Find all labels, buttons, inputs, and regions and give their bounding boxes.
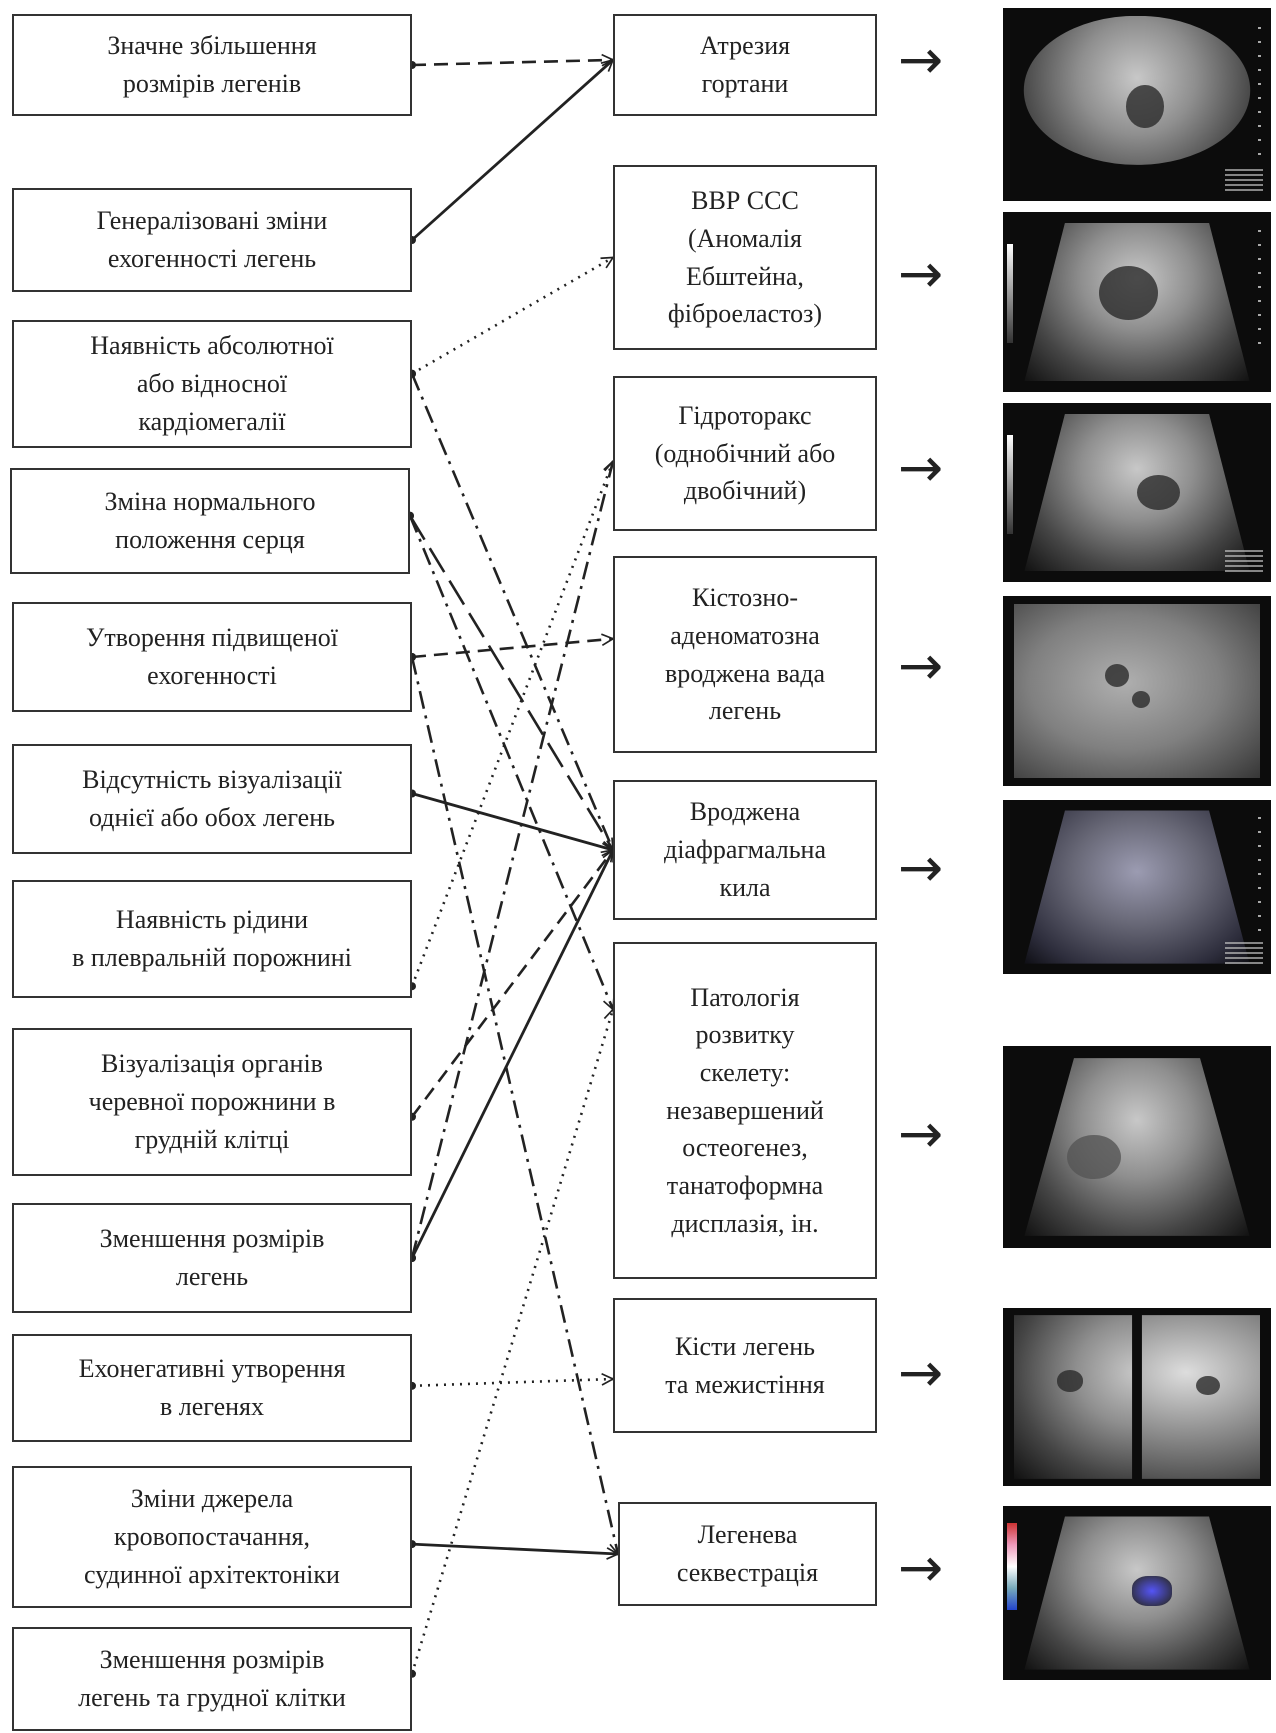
connector-s9-d3: [412, 461, 613, 1258]
result-arrow: →: [898, 636, 943, 696]
connector-s2-d1: [412, 60, 613, 240]
diagnosis-box-cystic-adenomatoid: Кістозно- аденоматозна вроджена вада лег…: [613, 556, 877, 753]
sign-box-lung-enlargement: Значне збільшення розмірів легенів: [12, 14, 412, 116]
ultrasound-image-pulmonary-sequestration: [1003, 1506, 1271, 1680]
connector-s3-d5: [412, 374, 613, 850]
connector-s4-d6: [410, 516, 613, 1010]
connector-s3-d2: [412, 258, 613, 374]
connector-s9-d5: [412, 850, 613, 1258]
sign-box-lung-not-visualized: Відсутність візуалізації однієї або обох…: [12, 744, 412, 854]
diagnosis-box-hydrothorax: Гідроторакс (однобічний або двобічний): [613, 376, 877, 531]
sign-box-cardiomegaly: Наявність абсолютної або відносної карді…: [12, 320, 412, 448]
diagnosis-box-diaphragmatic-hernia: Вроджена діафрагмальна кила: [613, 780, 877, 920]
result-arrow: →: [898, 30, 943, 90]
diagnosis-box-pulmonary-sequestration: Легенева секвестрація: [618, 1502, 877, 1606]
connector-s11-d8: [412, 1544, 618, 1554]
sign-box-anechoic-formations: Ехонегативні утворення в легенях: [12, 1334, 412, 1442]
sign-box-echogenicity-change: Генералізовані зміни ехогенності легень: [12, 188, 412, 292]
diagnosis-box-skeletal-pathology: Патологія розвитку скелету: незавершений…: [613, 942, 877, 1279]
sign-box-small-lungs: Зменшення розмірів легень: [12, 1203, 412, 1313]
ultrasound-image-hydrothorax: [1003, 403, 1271, 582]
sign-box-pleural-fluid: Наявність рідини в плевральній порожнині: [12, 880, 412, 998]
result-arrow: →: [898, 1343, 943, 1403]
result-arrow: →: [898, 438, 943, 498]
sign-box-small-lungs-and-chest: Зменшення розмірів легень та грудної клі…: [12, 1627, 412, 1731]
connector-s8-d5: [412, 850, 613, 1117]
sign-box-hyperechoic-formation: Утворення підвищеної ехогенності: [12, 602, 412, 712]
sign-box-heart-position: Зміна нормального положення серця: [10, 468, 410, 574]
diagnosis-box-lung-cysts: Кісти легень та межистіння: [613, 1298, 877, 1433]
sign-box-abdominal-organs-in-chest: Візуалізація органів черевної порожнини …: [12, 1028, 412, 1176]
ultrasound-image-heart-defect: [1003, 212, 1271, 392]
diagnosis-box-laryngeal-atresia: Атрезия гортани: [613, 14, 877, 116]
result-arrow: →: [898, 1104, 943, 1164]
connector-s10-d7: [412, 1379, 613, 1386]
result-arrow: →: [898, 244, 943, 304]
connector-s5-d4: [412, 639, 613, 657]
sign-box-blood-supply-change: Зміни джерела кровопостачання, судинної …: [12, 1466, 412, 1608]
ultrasound-image-skeletal-pathology: [1003, 1046, 1271, 1248]
ultrasound-image-laryngeal-atresia: [1003, 8, 1271, 201]
connector-s6-d5: [412, 794, 613, 851]
connector-s1-d1: [412, 60, 613, 65]
ultrasound-image-cystic-adenomatoid: [1003, 596, 1271, 786]
ultrasound-image-lung-cysts: [1003, 1308, 1271, 1486]
connector-s12-d6: [412, 1009, 613, 1673]
result-arrow: →: [898, 1538, 943, 1598]
diagnosis-box-heart-defect: ВВР ССС (Аномалія Ебштейна, фіброеластоз…: [613, 165, 877, 350]
ultrasound-image-diaphragmatic-hernia: [1003, 800, 1271, 974]
connector-s4-d5: [410, 516, 613, 850]
connector-s5-d8: [412, 657, 618, 1554]
result-arrow: →: [898, 838, 943, 898]
link-group: [406, 60, 618, 1678]
connector-s7-d3: [412, 461, 613, 986]
